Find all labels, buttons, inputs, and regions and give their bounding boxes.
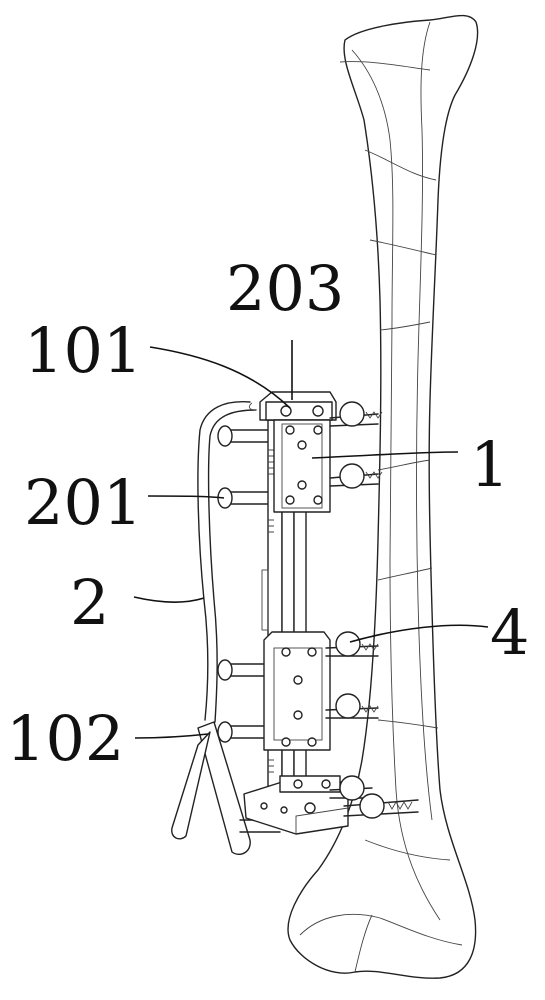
label-101: 101 [24, 314, 142, 387]
frame-rod [197, 401, 257, 723]
leader-1 [311, 451, 459, 459]
handle [171, 721, 251, 856]
leader-101 [149, 346, 291, 409]
reference-labels: 203 101 201 2 1 4 102 [6, 252, 529, 775]
leader-4 [349, 624, 489, 643]
lower-clamp [263, 631, 331, 751]
bone [287, 14, 479, 979]
base-clamp [243, 775, 349, 835]
label-102: 102 [6, 702, 124, 775]
label-201: 201 [24, 466, 142, 539]
leader-2 [133, 596, 205, 603]
upper-clamp [259, 391, 337, 513]
leader-201 [147, 495, 225, 499]
label-2: 2 [70, 566, 109, 639]
label-4: 4 [490, 596, 529, 669]
bone-screws [325, 401, 419, 819]
leader-102 [134, 733, 209, 739]
leader-lines [133, 340, 489, 739]
label-1: 1 [470, 428, 509, 501]
label-203: 203 [226, 252, 344, 325]
